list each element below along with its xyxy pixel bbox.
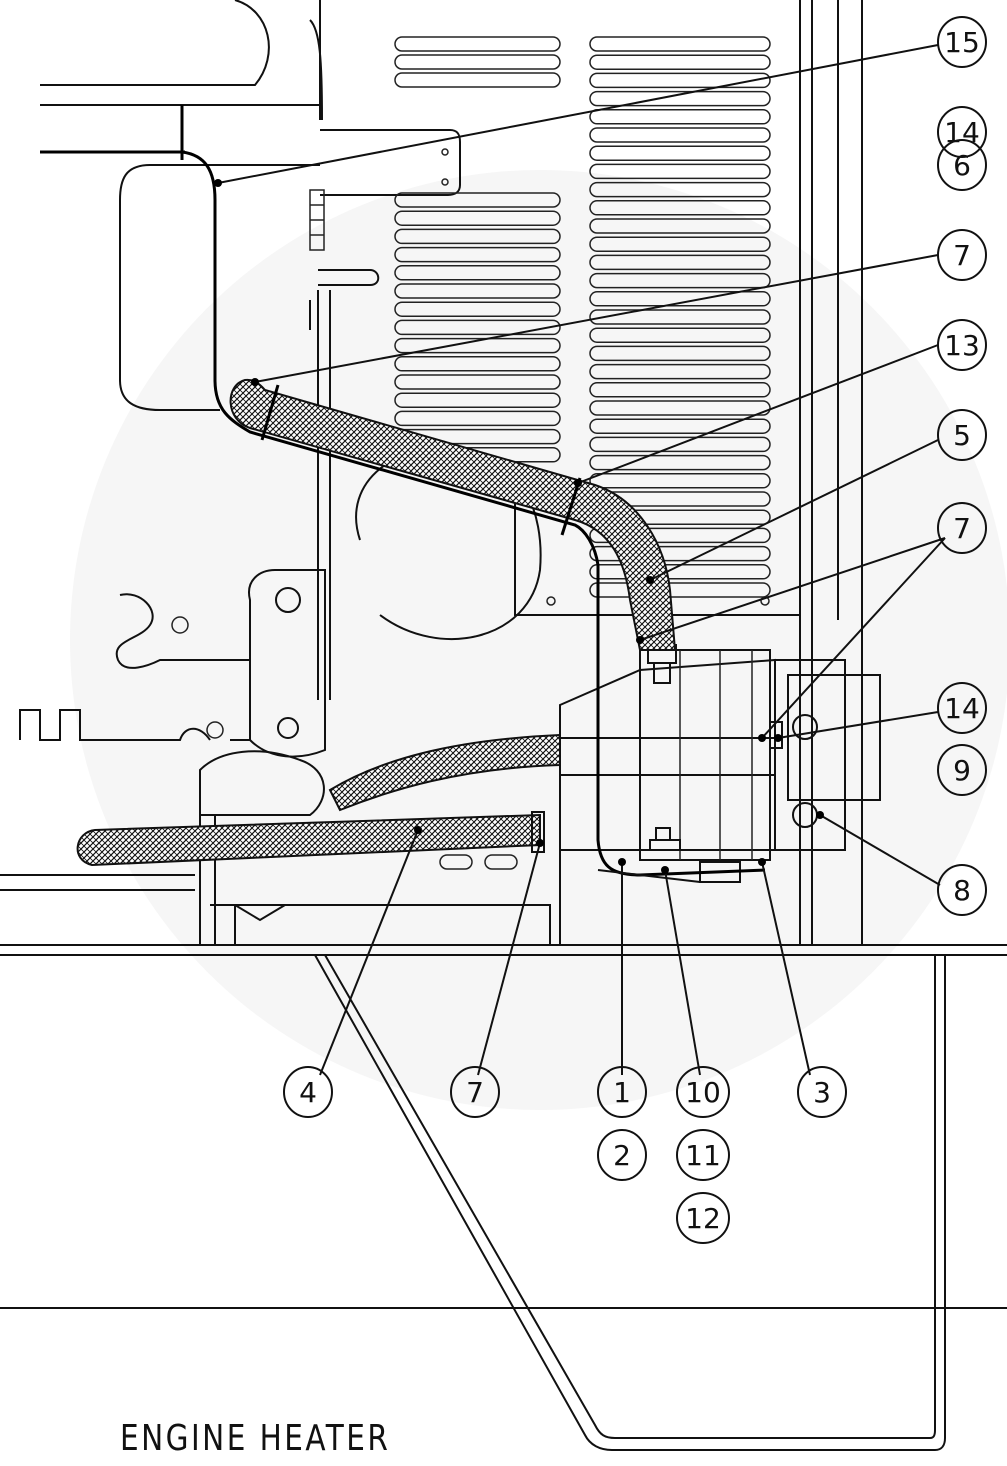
louver-slot (589, 473, 771, 489)
louver-slot (589, 254, 771, 271)
louver-slot (589, 309, 771, 325)
louver-slot (394, 392, 561, 408)
callout-2: 2 (597, 1129, 647, 1181)
callout-9: 9 (937, 744, 987, 796)
svg-text:5: 5 (953, 419, 971, 452)
svg-text:8: 8 (953, 874, 971, 907)
callout-12: 12 (676, 1192, 730, 1244)
svg-text:3: 3 (813, 1076, 831, 1109)
callout-5: 5 (937, 409, 987, 461)
louver-slot (589, 72, 771, 89)
callout-14-mid: 14 (937, 682, 987, 734)
svg-text:2: 2 (613, 1139, 631, 1172)
louver-slot (589, 181, 771, 198)
louver-slot (589, 545, 771, 562)
svg-text:9: 9 (953, 754, 971, 787)
louver-slot (394, 228, 561, 245)
callout-1: 1 (597, 1066, 647, 1118)
louver-slot (589, 436, 771, 453)
louver-slot (394, 283, 561, 299)
heater-wiring (181, 150, 766, 883)
callout-13: 13 (937, 319, 987, 371)
louver-slot (589, 363, 771, 380)
leader-lines (217, 44, 946, 1076)
leader-dots (214, 179, 824, 874)
radiator-louvers (394, 36, 771, 598)
callout-10: 10 (676, 1066, 730, 1118)
callout-3: 3 (797, 1066, 847, 1118)
louver-slot (394, 265, 561, 281)
louver-slot (589, 36, 771, 52)
svg-text:10: 10 (685, 1076, 721, 1109)
louver-slot (589, 236, 771, 252)
svg-text:4: 4 (299, 1076, 317, 1109)
svg-text:13: 13 (944, 329, 980, 362)
louver-slot (394, 301, 561, 317)
callout-8: 8 (937, 864, 987, 916)
louver-slot (394, 374, 561, 390)
louver-slot (589, 291, 771, 307)
svg-text:6: 6 (953, 149, 971, 182)
louver-slot (589, 582, 771, 598)
louver-slot (589, 400, 771, 416)
louver-slot (394, 246, 561, 263)
louver-slot (589, 163, 771, 180)
louver-slot (589, 127, 771, 143)
callout-7-right: 7 (937, 502, 987, 554)
svg-text:12: 12 (685, 1202, 721, 1235)
louver-slot (589, 345, 771, 362)
louver-slot (589, 382, 771, 398)
watermark (70, 170, 1007, 1110)
louver-slot (589, 418, 771, 434)
louver-slot (394, 410, 561, 427)
louver-slot (589, 145, 771, 161)
louver-slot (589, 527, 771, 544)
louver-slot (394, 319, 561, 336)
diagram-title: ENGINE HEATER (120, 1418, 391, 1459)
svg-text:7: 7 (953, 239, 971, 272)
svg-text:15: 15 (944, 26, 980, 59)
callout-15: 15 (937, 16, 987, 68)
louver-slot (589, 218, 771, 234)
coolant-hoses (76, 378, 677, 867)
svg-text:7: 7 (953, 512, 971, 545)
louver-slot (394, 337, 561, 354)
svg-text:1: 1 (613, 1076, 631, 1109)
callout-7-upper: 7 (937, 229, 987, 281)
louver-slot (589, 454, 771, 471)
callout-4: 4 (283, 1066, 333, 1118)
louver-slot (589, 200, 771, 216)
svg-text:14: 14 (944, 692, 980, 725)
louver-slot (589, 54, 771, 70)
callout-11: 11 (676, 1129, 730, 1181)
callout-labels: 15 14 6 7 13 5 7 14 9 8 4 7 1 2 10 11 12… (283, 16, 987, 1244)
svg-text:7: 7 (466, 1076, 484, 1109)
svg-text:11: 11 (685, 1139, 721, 1172)
louver-slot (589, 327, 771, 343)
louver-slot (589, 90, 771, 107)
louver-slot (589, 109, 771, 125)
louver-slot (394, 210, 561, 226)
louver-slot (394, 356, 561, 372)
callout-6: 6 (937, 139, 987, 191)
louver-slot (394, 192, 561, 208)
louver-slot (589, 272, 771, 289)
callout-7-bottom: 7 (450, 1066, 500, 1118)
